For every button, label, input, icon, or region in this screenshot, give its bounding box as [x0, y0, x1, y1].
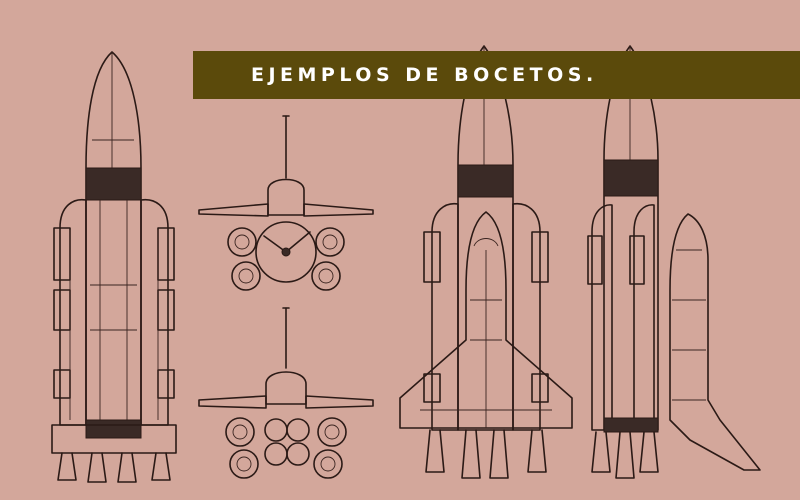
title-banner: EJEMPLOS DE BOCETOS. — [193, 51, 800, 99]
sketch-rocket-with-shuttle-side — [587, 45, 761, 479]
sketch-rocket-with-shuttle-front — [399, 45, 573, 479]
sketch-shuttle-bottom-view — [198, 307, 374, 479]
sketch-rocket-side-view — [51, 51, 177, 483]
banner-title: EJEMPLOS DE BOCETOS. — [251, 64, 598, 86]
sketch-shuttle-top-view — [198, 115, 374, 291]
